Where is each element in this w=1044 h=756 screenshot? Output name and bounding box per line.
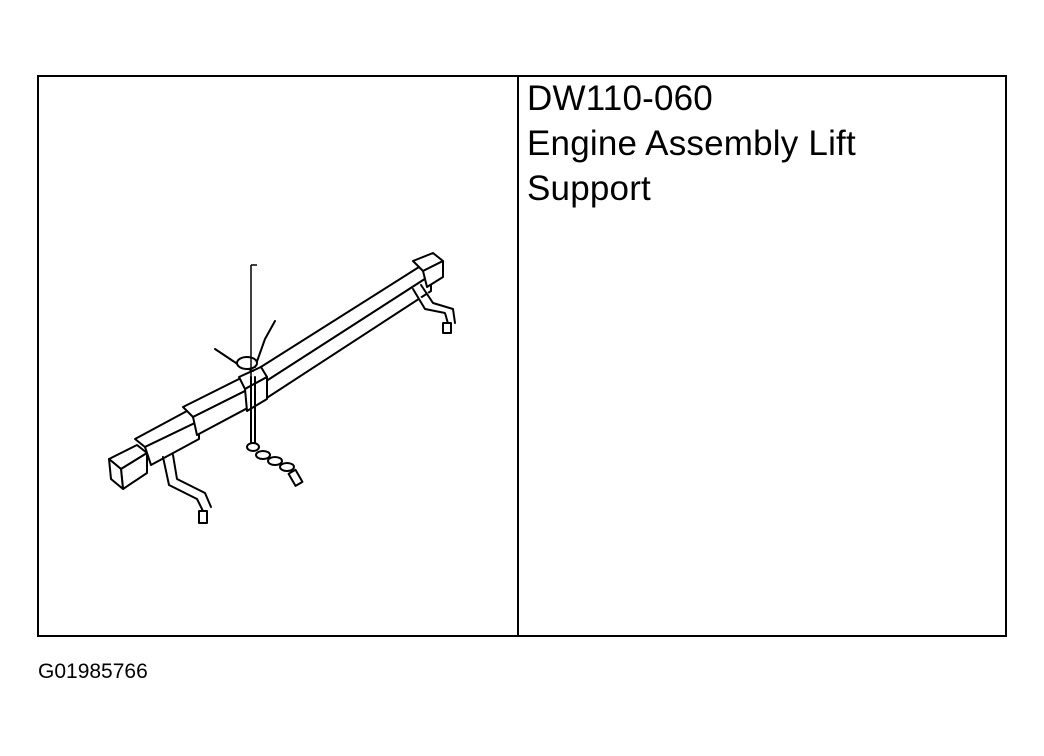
special-tool-table: DW110-060 Engine Assembly Lift Support: [37, 75, 1007, 637]
tool-description-cell: DW110-060 Engine Assembly Lift Support: [519, 77, 1005, 635]
tool-name: Engine Assembly Lift Support: [527, 124, 856, 208]
figure-id: G01985766: [38, 660, 148, 683]
engine-lift-support-icon: [108, 252, 456, 524]
tool-number: DW110-060: [527, 79, 713, 118]
tool-illustration-cell: [39, 77, 519, 635]
